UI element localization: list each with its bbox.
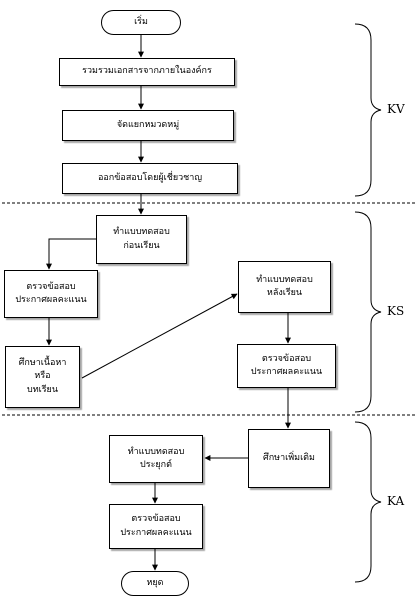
- node-categorize-text: จัดแยกหมวดหมู่: [116, 119, 180, 130]
- arrow-study-to-posttest: [81, 293, 238, 379]
- node-check-announce-2: ตรวจข้อสอบ ประกาศผลคะแนน: [237, 344, 336, 388]
- node-check2-text-2: ประกาศผลคะแนน: [250, 367, 323, 377]
- node-study-more: ศึกษาเพิ่มเติม: [248, 429, 330, 488]
- node-expert-test: ออกข้อสอบโดยผู้เชี่ยวชาญ: [62, 163, 238, 194]
- node-check1-text-2: ประกาศผลคะแนน: [15, 295, 87, 305]
- node-posttest: ทำแบบทดสอบ หลังเรียน: [238, 261, 331, 313]
- node-collect-documents: รวมรวมเอกสารจากภายในองค์กร: [59, 58, 235, 86]
- node-check-announce-1: ตรวจข้อสอบ ประกาศผลคะแนน: [4, 270, 98, 318]
- phase-label-ks: KS: [387, 304, 405, 318]
- node-study-text-2: หรือ: [34, 371, 51, 382]
- brace-kv: [354, 23, 382, 197]
- node-study-content: ศึกษาเนื้อหา หรือ บทเรียน: [5, 346, 80, 408]
- arrow-pretest-to-check1: [46, 238, 96, 270]
- node-check1-text-1: ตรวจข้อสอบ: [26, 281, 76, 292]
- node-applied-test: ทำแบบทดสอบ ประยุกต์: [109, 435, 203, 483]
- node-study-text-1: ศึกษาเนื้อหา: [18, 358, 67, 369]
- node-study-text-3: บทเรียน: [27, 384, 58, 395]
- phase-label-kv: KV: [387, 102, 405, 116]
- node-expert-test-text: ออกข้อสอบโดยผู้เชี่ยวชาญ: [98, 172, 202, 183]
- node-applied-text-2: ประยุกต์: [140, 460, 172, 470]
- node-check-announce-3: ตรวจข้อสอบ ประกาศผลคะแนน: [109, 504, 203, 549]
- node-categorize: จัดแยกหมวดหมู่: [62, 110, 234, 141]
- node-pretest-text-1: ทำแบบทดสอบ: [113, 227, 170, 238]
- node-start-text: เริ่ม: [134, 16, 148, 27]
- node-applied-text-1: ทำแบบทดสอบ: [127, 446, 185, 457]
- brace-ka: [354, 421, 382, 583]
- node-check2-text-1: ตรวจข้อสอบ: [261, 353, 312, 364]
- phase-label-ka: KA: [387, 494, 405, 508]
- brace-ks: [354, 211, 382, 413]
- node-collect-text: รวมรวมเอกสารจากภายในองค์กร: [82, 66, 212, 77]
- node-check3-text-2: ประกาศผลคะแนน: [120, 527, 192, 538]
- node-pretest-text-2: ก่อนเรียน: [123, 240, 160, 251]
- node-study-more-text: ศึกษาเพิ่มเติม: [263, 452, 315, 463]
- node-posttest-text-1: ทำแบบทดสอบ: [256, 274, 313, 285]
- node-start: เริ่ม: [101, 10, 181, 35]
- node-check3-text-1: ตรวจข้อสอบ: [131, 514, 181, 525]
- node-stop-text: หยุด: [146, 577, 164, 588]
- node-posttest-text-2: หลังเรียน: [266, 288, 303, 298]
- node-stop: หยุด: [121, 571, 189, 596]
- node-pretest: ทำแบบทดสอบ ก่อนเรียน: [96, 215, 187, 264]
